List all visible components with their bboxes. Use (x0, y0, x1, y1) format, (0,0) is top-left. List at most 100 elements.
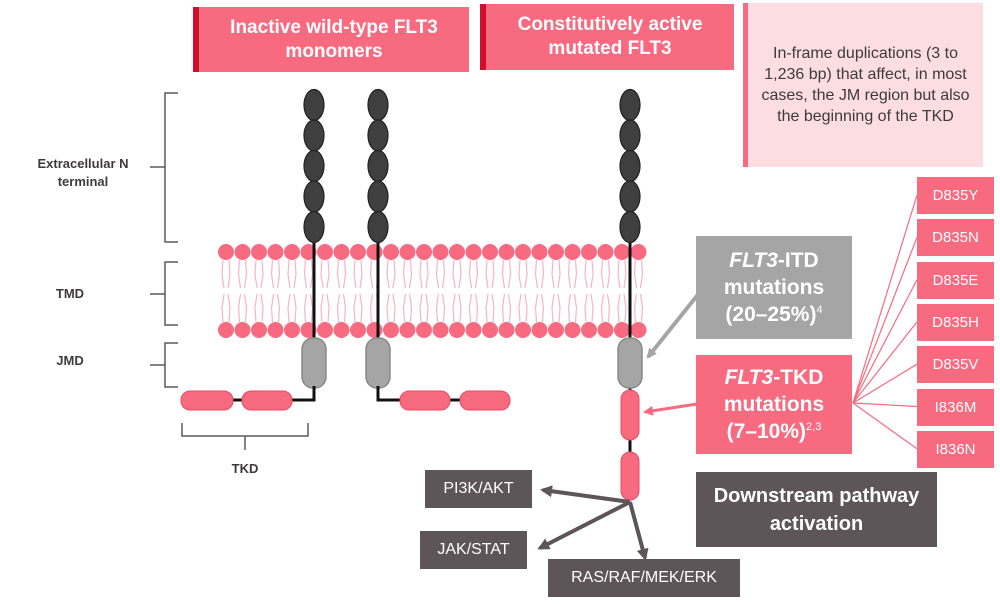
phospholipid-tail (353, 259, 357, 289)
phospholipid-head (614, 244, 630, 260)
phospholipid-tail (584, 293, 588, 323)
header-mutated-text: Constitutively active mutated FLT3 (517, 14, 703, 59)
phospholipid-tail (639, 293, 644, 323)
point-mutation-d835h: D835H (917, 303, 994, 341)
phospholipid-head (597, 244, 614, 260)
connector-i836m (852, 402, 918, 408)
phospholipid-tail (633, 259, 638, 289)
phospholipid-tail (402, 293, 407, 323)
phospholipid-tail (254, 259, 258, 289)
phospholipid-tail (600, 259, 605, 289)
phospholipid-tail (623, 293, 627, 323)
phospholipid-tail (452, 259, 456, 289)
phospholipid-tail (359, 259, 363, 289)
arrow-ras (628, 501, 649, 561)
phospholipid-tail (309, 259, 314, 289)
phospholipid-tail (320, 293, 324, 323)
phospholipid-head (399, 322, 416, 338)
phospholipid-tail (617, 259, 621, 289)
ig-like-domain (367, 149, 389, 183)
phospholipid-head (531, 322, 548, 338)
phospholipid-tail (485, 293, 489, 323)
ig-like-domain (619, 210, 641, 244)
phospholipid-tail (524, 259, 528, 289)
jmd-domain (301, 337, 327, 389)
phospholipid-tail (606, 293, 611, 323)
phospholipid-tail (458, 259, 462, 289)
header-wild-type: Inactive wild-type FLT3 monomers (193, 7, 469, 72)
tkd-suffix: -TKD (773, 366, 824, 389)
tkd-ref: 2,3 (806, 421, 822, 433)
phospholipid-tail (386, 259, 390, 289)
phospholipid-tail (540, 293, 545, 323)
tmd-bracket (150, 261, 178, 326)
ig-like-domain (303, 88, 325, 122)
phospholipid-tail (369, 293, 374, 323)
tkd-domain (399, 390, 451, 411)
wild-type-monomer-2 (365, 88, 511, 411)
pathway-pi3k-akt-text: PI3K/AKT (443, 480, 514, 497)
phospholipid-tail (633, 293, 638, 323)
phospholipid-tail (501, 293, 506, 323)
phospholipid-head (416, 244, 432, 260)
phospholipid-tail (408, 293, 413, 323)
phospholipid-tail (342, 259, 347, 289)
phospholipid-head (350, 244, 366, 260)
phospholipid-tail (485, 259, 489, 289)
phospholipid-tail (260, 293, 264, 323)
phospholipid-tail (491, 293, 495, 323)
phospholipid-head (515, 244, 531, 260)
phospholipid-tail (392, 293, 396, 323)
phospholipid-head (416, 322, 432, 338)
itd-description-note: In-frame duplications (3 to 1,236 bp) th… (743, 3, 983, 167)
header-wild-type-text: Inactive wild-type FLT3 monomers (230, 16, 438, 62)
phospholipid-tail (501, 259, 506, 289)
ig-like-domain (303, 149, 325, 183)
connector-i836n (852, 402, 918, 450)
phospholipid-tail (590, 293, 594, 323)
point-mutation-d835e: D835E (917, 261, 994, 299)
header-mutated: Constitutively active mutated FLT3 (480, 4, 734, 70)
phospholipid-tail (336, 293, 341, 323)
phospholipid-tail (293, 293, 297, 323)
phospholipid-tail (507, 293, 512, 323)
phospholipid-head (597, 322, 614, 338)
itd-description-text: In-frame duplications (3 to 1,236 bp) th… (761, 45, 970, 125)
phospholipid-tail (617, 293, 621, 323)
tkd-gene: FLT3 (724, 366, 774, 389)
phospholipid-tail (425, 293, 429, 323)
phospholipid-head (482, 322, 498, 338)
phospholipid-head (251, 322, 267, 338)
itd-percent: (20–25%) (725, 303, 817, 326)
phospholipid-head (630, 244, 647, 260)
ig-like-domain (367, 119, 389, 152)
phospholipid-tail (518, 259, 522, 289)
point-mutation-i836n: I836N (917, 430, 994, 468)
phospholipid-tail (276, 293, 281, 323)
phospholipid-tail (573, 259, 578, 289)
ig-like-domain (619, 149, 641, 183)
phospholipid-tail (524, 293, 528, 323)
phospholipid-tail (551, 293, 555, 323)
phospholipid-tail (260, 259, 264, 289)
label-jmd: JMD (56, 353, 84, 368)
connector-d835v (852, 363, 918, 404)
phospholipid-tail (540, 259, 545, 289)
phospholipid-head (465, 244, 482, 260)
phospholipid-tail (227, 293, 231, 323)
point-mutation-connectors (852, 194, 918, 450)
phospholipid-tail (606, 259, 611, 289)
phospholipid-tail (326, 259, 330, 289)
phospholipid-tail (491, 259, 495, 289)
ig-like-domain (367, 88, 389, 122)
phospholipid-tail (557, 293, 561, 323)
phospholipid-tail (303, 259, 308, 289)
point-mutation-i836m: I836M (917, 388, 994, 426)
arrow-pi3k (540, 485, 631, 504)
phospholipid-tail (293, 259, 297, 289)
phospholipid-tail (573, 293, 578, 323)
point-mutation-d835v: D835V (917, 346, 994, 384)
mutated-flt3-receptor (617, 88, 643, 501)
itd-mutations-box: FLT3-ITD mutations (20–25%)4 (696, 236, 852, 339)
